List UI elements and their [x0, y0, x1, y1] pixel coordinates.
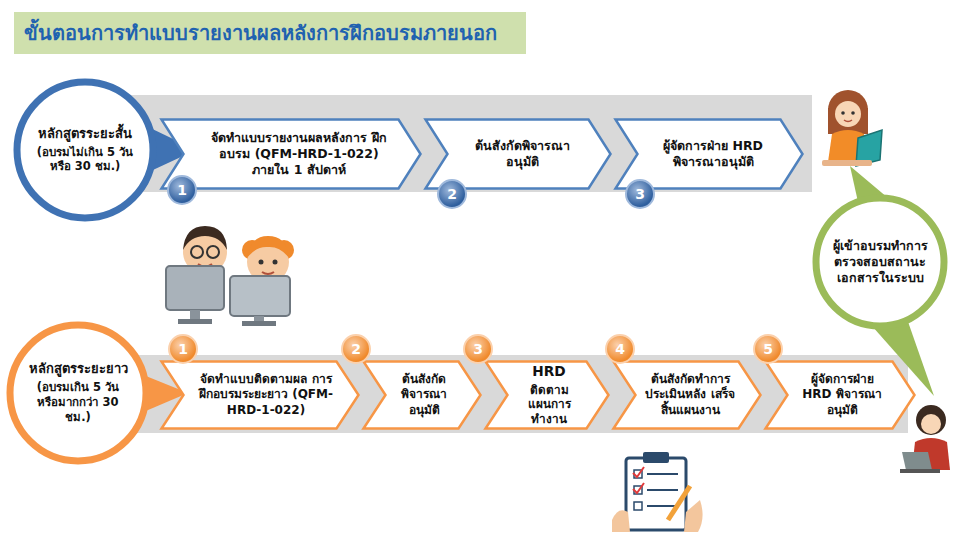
node-text: ต้นสังกัด พิจารณา อนุมัติ [390, 372, 458, 419]
callout-number-text: 2 [351, 341, 361, 357]
callout-number: 1 [167, 175, 197, 205]
callout-number-text: 3 [635, 186, 645, 202]
chevron-outline [162, 362, 359, 429]
callout-number-text: 1 [178, 341, 188, 357]
chevron-outline [614, 362, 761, 429]
callout-number: 3 [625, 179, 655, 209]
chevron-step: ผู้จัดการฝ่าย HRD พิจารณา อนุมัติ [764, 360, 916, 430]
node-text: ติดตาม แผนการทำงาน [512, 383, 586, 427]
checklist-illustration [612, 452, 703, 532]
node-text: (อบรมไม่เกิน 5 วัน หรือ 30 ชม.) [35, 145, 135, 175]
person-with-laptop [900, 405, 950, 473]
callout-number: 2 [341, 334, 371, 364]
kids-illustration [166, 226, 294, 326]
callout-number: 3 [463, 334, 493, 364]
title-band: ขั้นตอนการทำแบบรายงานผลหลังการฝึกอบรมภาย… [14, 12, 526, 54]
chevron-step: HRD ติดตาม แผนการทำงาน [484, 360, 610, 430]
node-text: จัดทำแบบติดตามผล การฝึกอบรมระยะยาว (QFM-… [198, 372, 334, 419]
node-heading: หลักสูตรระยะยาว [29, 361, 128, 378]
chevron-outline [162, 120, 421, 189]
node-text: ต้นสังกัดทำการ ประเมินหลัง เสร็จสิ้นแผนง… [642, 372, 738, 419]
node-text: ผู้จัดการฝ่าย HRD พิจารณา อนุมัติ [794, 372, 890, 419]
callout-number-text: 4 [615, 341, 625, 357]
callout-number: 4 [605, 334, 635, 364]
node-text: ผู้จัดการฝ่าย HRD พิจารณาอนุมัติ [650, 138, 776, 171]
circle-outline [10, 325, 146, 461]
chevron-step: ต้นสังกัดทำการ ประเมินหลัง เสร็จสิ้นแผนง… [612, 360, 762, 430]
speech-circle: หลักสูตรระยะยาว (อบรมเกิน 5 วัน หรือมากกว… [6, 321, 150, 465]
circle-outline [17, 82, 153, 218]
node-text: ผู้เข้าอบรมทำการ ตรวจสอบสถานะ เอกสารในระ… [832, 238, 928, 287]
gray-band [100, 95, 812, 192]
node-content: หลักสูตรระยะยาว (อบรมเกิน 5 วัน หรือมากกว… [6, 321, 150, 465]
node-content: ต้นสังกัดทำการ ประเมินหลัง เสร็จสิ้นแผนง… [612, 360, 762, 430]
chevron-step: จัดทำแบบรายงานผลหลังการ ฝึกอบรม (QFM-HRD… [160, 118, 422, 190]
node-content: จัดทำแบบติดตามผล การฝึกอบรมระยะยาว (QFM-… [160, 360, 360, 430]
chevron-outline [766, 362, 915, 429]
node-heading: HRD [532, 363, 565, 380]
chevron-outline [616, 120, 803, 189]
node-heading: หลักสูตรระยะสั้น [38, 126, 132, 143]
title-text: ขั้นตอนการทำแบบรายงานผลหลังการฝึกอบรมภาย… [24, 17, 497, 49]
node-content: ผู้เข้าอบรมทำการ ตรวจสอบสถานะ เอกสารในระ… [812, 194, 948, 330]
speech-circle: ผู้เข้าอบรมทำการ ตรวจสอบสถานะ เอกสารในระ… [812, 194, 948, 330]
chevron-outline [364, 362, 481, 429]
callout-number: 1 [168, 334, 198, 364]
speech-circle: หลักสูตรระยะสั้น (อบรมไม่เกิน 5 วัน หรือ … [13, 78, 157, 222]
chevron-outline [486, 362, 609, 429]
chevron-step: จัดทำแบบติดตามผล การฝึกอบรมระยะยาว (QFM-… [160, 360, 360, 430]
callout-number-text: 2 [447, 186, 457, 202]
callout-number: 5 [753, 334, 783, 364]
node-content: ผู้จัดการฝ่าย HRD พิจารณา อนุมัติ [764, 360, 916, 430]
node-content: HRD ติดตาม แผนการทำงาน [484, 360, 610, 430]
node-content: จัดทำแบบรายงานผลหลังการ ฝึกอบรม (QFM-HRD… [160, 118, 422, 190]
node-text: ต้นสังกัดพิจารณา อนุมัติ [460, 138, 584, 171]
woman-with-tablet [822, 90, 882, 166]
node-content: ต้นสังกัด พิจารณา อนุมัติ [362, 360, 482, 430]
node-text: จัดทำแบบรายงานผลหลังการ ฝึกอบรม (QFM-HRD… [204, 130, 394, 179]
chevron-step: ต้นสังกัด พิจารณา อนุมัติ [362, 360, 482, 430]
node-text: (อบรมเกิน 5 วัน หรือมากกว่า 30 ชม.) [28, 380, 128, 425]
circle-outline [816, 198, 944, 326]
callout-number: 2 [437, 179, 467, 209]
callout-number-text: 1 [177, 182, 187, 198]
node-content: หลักสูตรระยะสั้น (อบรมไม่เกิน 5 วัน หรือ … [13, 78, 157, 222]
callout-number-text: 5 [763, 341, 773, 357]
callout-number-text: 3 [473, 341, 483, 357]
